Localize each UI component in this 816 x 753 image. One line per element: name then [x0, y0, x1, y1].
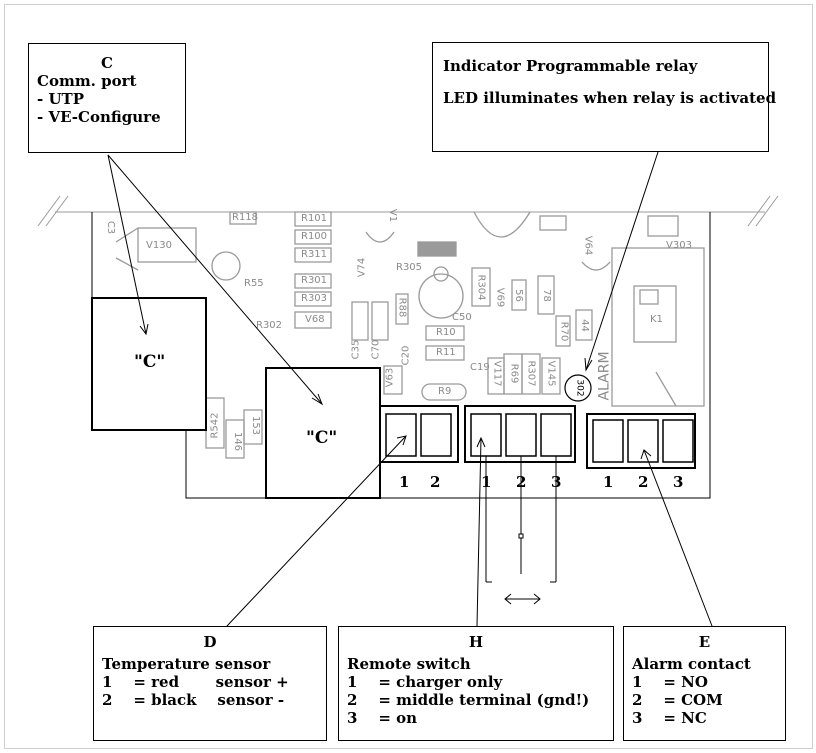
- callout-e-title: E: [698, 633, 711, 651]
- callout-h-title: H: [468, 633, 484, 651]
- callout-indicator-line-1: Indicator Programmable relay: [443, 57, 698, 75]
- pcb-label-r311: R311: [301, 249, 328, 260]
- pcb-label-c19: C19: [470, 362, 490, 373]
- pcb-label-r305: R305: [396, 262, 423, 273]
- terminal-h-1: 1: [481, 473, 492, 491]
- terminal-d-1: 1: [399, 473, 410, 491]
- pcb-label-r9: R9: [438, 386, 452, 397]
- callout-h-row-3: 3 = on: [347, 709, 418, 727]
- callout-c-line-3: - VE-Configure: [37, 108, 161, 126]
- pcb-label-r10: R10: [436, 327, 456, 338]
- pcb-label-c146: 146: [232, 431, 244, 452]
- pcb-label-r303: R303: [301, 293, 328, 304]
- terminal-block-e: [586, 413, 696, 469]
- pcb-label-r100: R100: [301, 231, 328, 242]
- callout-e-row-1: 1 = NO: [632, 673, 708, 691]
- leader-arrowheads: [139, 323, 652, 460]
- pcb-label-c70: C70: [370, 339, 382, 360]
- terminal-block-h: [464, 405, 576, 463]
- remote-switch-wiring: [485, 456, 557, 605]
- callout-indicator-relay: Indicator Programmable relay LED illumin…: [432, 42, 777, 152]
- pcb-label-r101: R101: [301, 213, 328, 224]
- callout-d-row-2: 2 = black sensor -: [102, 691, 285, 709]
- callout-h-heading: Remote switch: [347, 655, 471, 673]
- pcb-label-r118: R118: [232, 212, 259, 223]
- callout-c-title: C: [101, 54, 113, 72]
- callout-e-alarm-contact: E Alarm contact 1 = NO 2 = COM 3 = NC: [623, 626, 786, 741]
- pcb-label-c44: 44: [578, 319, 590, 332]
- comm-port-c-right-label: "C": [306, 428, 338, 448]
- pcb-label-v68: V68: [305, 314, 325, 325]
- pcb-label-r542: R542: [209, 412, 221, 439]
- terminal-e-2: 2: [638, 473, 649, 491]
- pcb-label-v117: V117: [491, 360, 503, 387]
- callout-c-line-2: - UTP: [37, 90, 84, 108]
- break-marks: [37, 195, 779, 227]
- pcb-label-c35: C35: [350, 339, 362, 360]
- callout-c-line-1: Comm. port: [37, 72, 137, 90]
- pcb-label-v153: 153: [250, 415, 262, 436]
- callout-d-title: D: [203, 633, 217, 651]
- terminal-e-3: 3: [673, 473, 684, 491]
- pcb-label-r301: R301: [301, 275, 328, 286]
- pcb-label-r302: R302: [256, 320, 283, 331]
- pcb-label-c3: C3: [105, 220, 117, 235]
- terminal-h-3: 3: [551, 473, 562, 491]
- callout-e-row-3: 3 = NC: [632, 709, 707, 727]
- callout-h-row-2: 2 = middle terminal (gnd!): [347, 691, 590, 709]
- comm-port-c-left-label: "C": [134, 352, 166, 372]
- comm-port-c-left: [91, 297, 207, 431]
- pcb-label-alarm: ALARM: [596, 351, 613, 401]
- pcb-label-v74: V74: [356, 257, 368, 278]
- pcb-label-led: 302: [574, 379, 585, 397]
- pcb-label-v64: V64: [582, 235, 594, 256]
- alarm-led: [564, 374, 592, 402]
- pcb-label-c56: 56: [512, 289, 524, 302]
- pcb-label-r70: R70: [558, 321, 570, 342]
- terminal-e-1: 1: [603, 473, 614, 491]
- callout-d-row-1: 1 = red sensor +: [102, 673, 289, 691]
- pcb-label-v145: V145: [545, 360, 557, 387]
- leader-lines: [107, 151, 713, 627]
- outer-frame: [4, 4, 813, 749]
- callout-d-heading: Temperature sensor: [102, 655, 271, 673]
- remote-switch-junction: [518, 533, 524, 539]
- pcb-label-c78: 78: [540, 289, 552, 302]
- callout-h-remote-switch: H Remote switch 1 = charger only 2 = mid…: [338, 626, 614, 741]
- pcb-label-v303: V303: [666, 240, 692, 251]
- pcb-label-r88: R88: [396, 297, 408, 318]
- callout-c-comm-port: C Comm. port - UTP - VE-Configure: [28, 43, 186, 153]
- callout-e-heading: Alarm contact: [632, 655, 751, 673]
- callout-e-row-2: 2 = COM: [632, 691, 723, 709]
- pcb-label-r55: R55: [244, 278, 264, 289]
- terminal-d-2: 2: [430, 473, 441, 491]
- pcb-components: [115, 211, 705, 459]
- terminal-h-2: 2: [516, 473, 527, 491]
- pcb-label-v63: V63: [384, 367, 396, 388]
- pcb-outline: [91, 212, 711, 499]
- callout-d-temperature-sensor: D Temperature sensor 1 = red sensor + 2 …: [93, 626, 327, 741]
- pcb-label-r11: R11: [436, 347, 456, 358]
- pcb-label-c20: C20: [400, 345, 412, 366]
- callout-indicator-line-2: LED illuminates when relay is activated: [443, 89, 777, 107]
- pcb-label-v1: V1: [387, 208, 399, 223]
- pcb-label-c50: C50: [452, 312, 472, 323]
- terminal-block-d: [379, 405, 459, 463]
- pcb-label-v130: V130: [146, 240, 172, 251]
- pcb-label-r307: R307: [525, 360, 537, 387]
- comm-port-c-right: [265, 367, 381, 499]
- pcb-label-k1: K1: [650, 314, 663, 325]
- pcb-label-v69: V69: [494, 287, 506, 308]
- pcb-label-r304: R304: [475, 274, 487, 301]
- callout-h-row-1: 1 = charger only: [347, 673, 503, 691]
- pcb-label-r69: R69: [508, 363, 520, 384]
